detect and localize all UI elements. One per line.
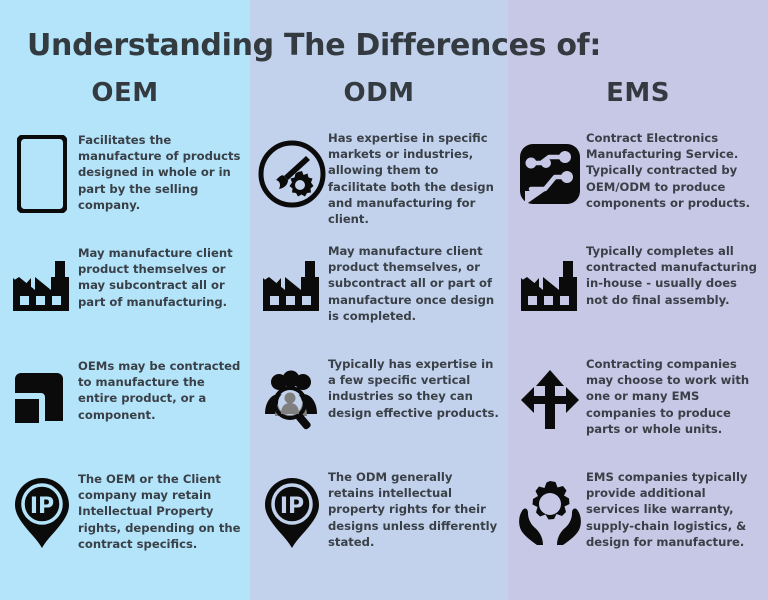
list-item-text: Contracting companies may choose to work…	[586, 357, 750, 436]
paintbrush-gear-circle-icon	[250, 124, 328, 224]
list-item: Has expertise in specific markets or ind…	[250, 124, 508, 234]
list-item-text: EMS companies typically provide addition…	[586, 470, 748, 549]
ip-map-pin-icon: IP	[0, 463, 78, 563]
list-item: IP The OEM or the Client company may ret…	[0, 463, 250, 573]
list-item-text: The OEM or the Client company may retain…	[78, 472, 241, 551]
list-item-text: May manufacture client product themselve…	[328, 244, 495, 323]
list-item-text: OEMs may be contracted to manufacture th…	[78, 359, 241, 422]
list-item-text: Typically completes all contracted manuf…	[586, 244, 757, 307]
list-item-text: Facilitates the manufacture of products …	[78, 133, 241, 212]
column-header-odm: ODM	[343, 78, 415, 108]
circuit-chip-icon	[508, 124, 586, 224]
ip-map-pin-icon: IP	[250, 463, 328, 563]
list-item-text: May manufacture client product themselve…	[78, 246, 233, 309]
svg-text:IP: IP	[30, 494, 54, 519]
list-item: Typically has expertise in a few specifi…	[250, 350, 508, 460]
list-item: Typically completes all contracted manuf…	[508, 237, 768, 347]
column-odm: Has expertise in specific markets or ind…	[250, 124, 508, 564]
people-magnifier-icon	[250, 350, 328, 450]
list-item: OEMs may be contracted to manufacture th…	[0, 350, 250, 460]
column-header-ems: EMS	[606, 78, 670, 108]
three-way-arrow-icon	[508, 350, 586, 450]
list-item: May manufacture client product themselve…	[250, 237, 508, 347]
svg-text:IP: IP	[280, 494, 304, 519]
list-item-text: The ODM generally retains intellectual p…	[328, 470, 498, 549]
factory-icon	[0, 237, 78, 337]
component-blocks-icon	[0, 350, 78, 450]
factory-icon	[250, 237, 328, 337]
list-item-text: Typically has expertise in a few specifi…	[328, 357, 499, 420]
list-item-text: Has expertise in specific markets or ind…	[328, 131, 494, 227]
list-item: Contracting companies may choose to work…	[508, 350, 768, 460]
list-item-text: Contract Electronics Manufacturing Servi…	[586, 131, 751, 210]
list-item: IP The ODM generally retains intellectua…	[250, 463, 508, 573]
tablet-device-icon	[0, 124, 78, 224]
column-ems: Contract Electronics Manufacturing Servi…	[508, 124, 768, 564]
list-item: EMS companies typically provide addition…	[508, 463, 768, 573]
column-header-oem: OEM	[91, 78, 159, 108]
list-item: Facilitates the manufacture of products …	[0, 124, 250, 234]
list-item: May manufacture client product themselve…	[0, 237, 250, 347]
factory-icon	[508, 237, 586, 337]
page-title: Understanding The Differences of:	[27, 28, 602, 63]
list-item: Contract Electronics Manufacturing Servi…	[508, 124, 768, 234]
column-oem: Facilitates the manufacture of products …	[0, 124, 250, 564]
hands-gear-icon	[508, 463, 586, 563]
